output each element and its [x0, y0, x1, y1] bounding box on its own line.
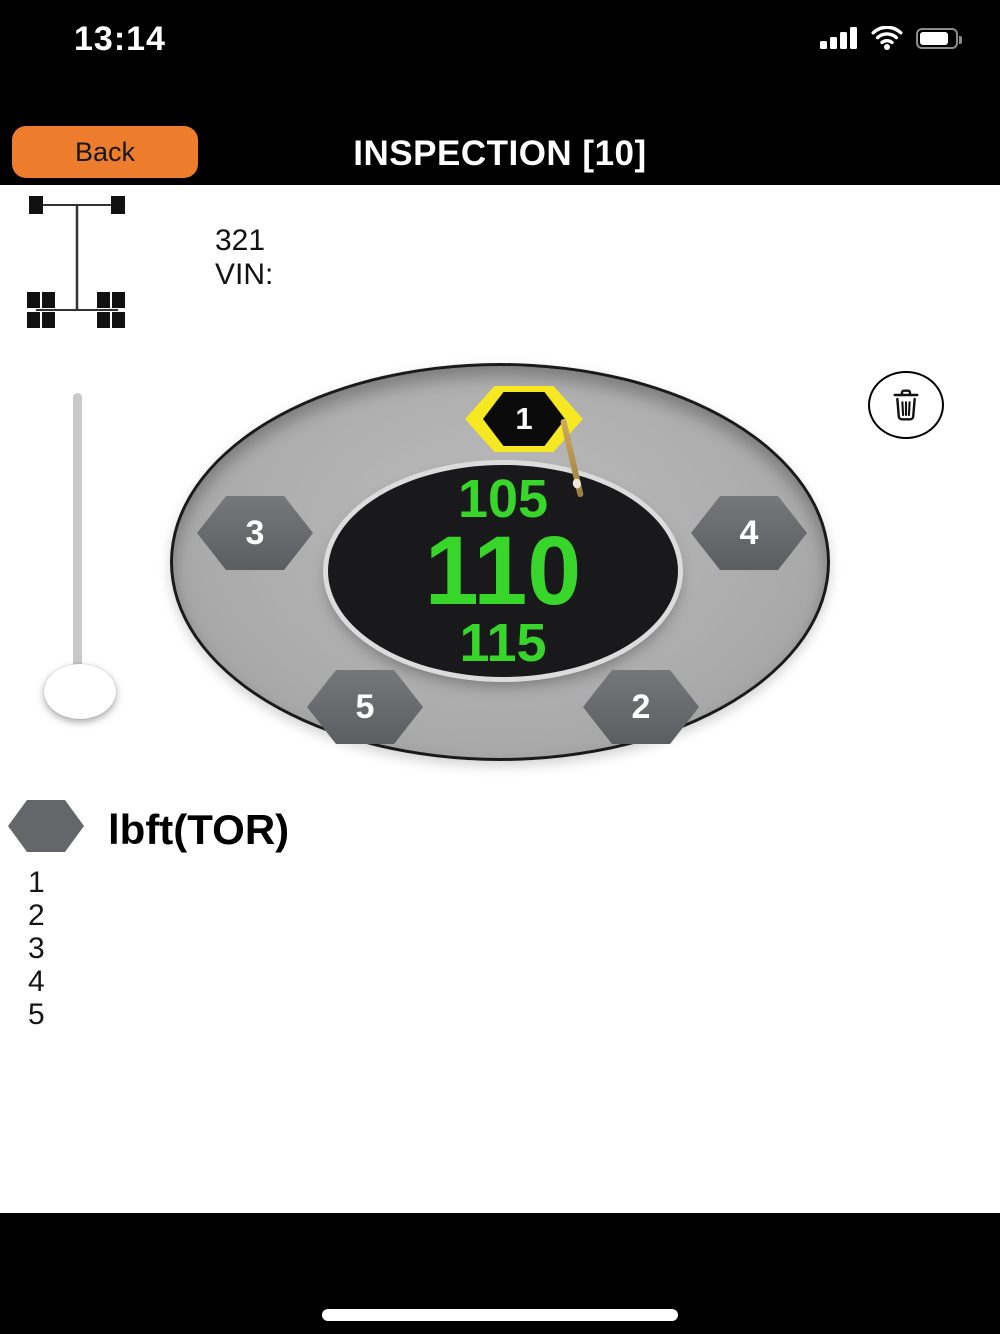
result-row-2: 2: [28, 899, 45, 932]
delete-button[interactable]: [868, 371, 944, 439]
wheel-gauge: 105 110 115 1 2 3 4 5: [170, 363, 830, 761]
status-icons: [820, 26, 962, 50]
torque-unit-label: lbft(TOR): [108, 806, 290, 853]
torque-min-value: 105: [457, 469, 549, 529]
results-list: 1 2 3 4 5: [28, 866, 45, 1031]
lug-nut-4[interactable]: 4: [691, 496, 807, 570]
slider-track[interactable]: [73, 393, 82, 701]
battery-icon: [916, 27, 962, 49]
lug-nut-3[interactable]: 3: [197, 496, 313, 570]
torque-display: 105 110 115: [328, 465, 678, 677]
vehicle-number: 321: [215, 224, 266, 257]
battery-nub: [959, 35, 962, 44]
axle-diagram-icon: [27, 196, 125, 328]
status-time: 13:14: [74, 20, 166, 58]
bottom-bar: [0, 1213, 1000, 1334]
lug-nut-legend-icon: [8, 800, 84, 852]
vin-label: VIN:: [215, 258, 274, 291]
lug-nut-5[interactable]: 5: [307, 670, 423, 744]
lug-nut-2-label: 2: [583, 670, 699, 744]
lug-nut-2[interactable]: 2: [583, 670, 699, 744]
wifi-icon: [871, 26, 903, 50]
result-row-4: 4: [28, 965, 45, 998]
slider-thumb[interactable]: [44, 664, 116, 719]
lug-nut-3-label: 3: [197, 496, 313, 570]
lug-nut-5-label: 5: [307, 670, 423, 744]
torque-max-value: 115: [459, 613, 547, 673]
vehicle-info: 321 VIN:: [215, 224, 273, 292]
cellular-signal-icon: [820, 27, 857, 49]
back-button[interactable]: Back: [12, 126, 198, 178]
result-row-1: 1: [28, 866, 45, 899]
result-row-5: 5: [28, 998, 45, 1031]
battery-fill: [920, 31, 948, 45]
lug-nut-1[interactable]: 1: [465, 386, 583, 452]
torque-target-value: 110: [424, 516, 582, 625]
header: 13:14 Back INSPECTION [10]: [0, 0, 1000, 185]
lug-nut-4-label: 4: [691, 496, 807, 570]
page-title: INSPECTION [10]: [353, 134, 647, 173]
home-indicator[interactable]: [322, 1309, 678, 1321]
result-row-3: 3: [28, 932, 45, 965]
trash-icon: [893, 389, 919, 421]
